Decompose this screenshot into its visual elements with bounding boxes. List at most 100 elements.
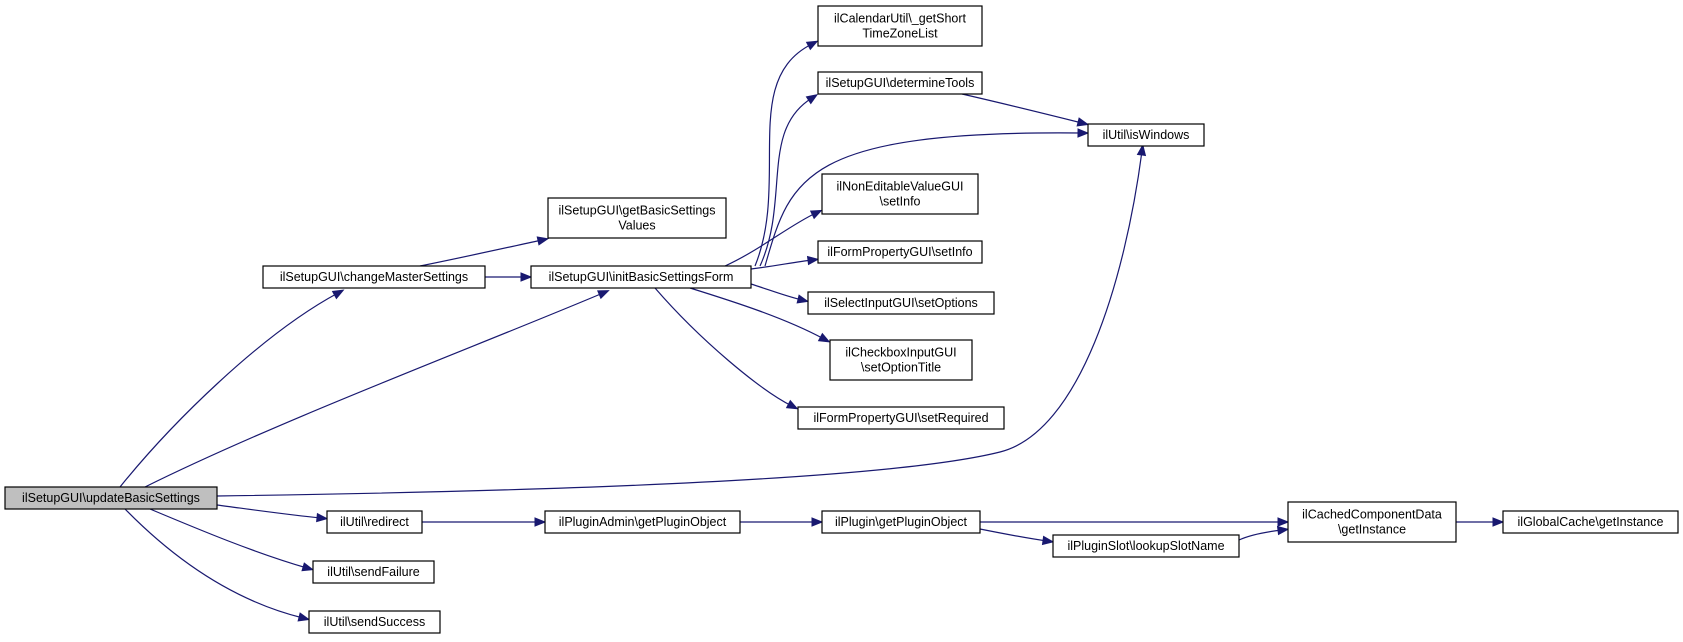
edge-initBasicSettingsForm-to-fpSetInfo <box>750 255 820 270</box>
edge-line <box>764 132 1083 267</box>
node-label: \getInstance <box>1338 523 1406 537</box>
edge-line <box>979 528 1048 542</box>
edge-line <box>124 508 304 619</box>
edge-pluginGetPluginObject-to-cachedGetInstance <box>980 517 1290 527</box>
node-redirect[interactable]: ilUtil\redirect <box>326 510 423 534</box>
edge-updateBasicSettings-to-redirect <box>216 504 329 523</box>
node-setRequired[interactable]: ilFormPropertyGUI\setRequired <box>797 406 1005 430</box>
node-pluginGetPluginObject[interactable]: ilPlugin\getPluginObject <box>821 510 981 534</box>
edge-initBasicSettingsForm-to-isWindows <box>764 128 1090 267</box>
node-box <box>829 339 973 381</box>
edge-line <box>144 292 604 488</box>
node-changeMasterSettings[interactable]: ilSetupGUI\changeMasterSettings <box>262 265 486 289</box>
node-isWindows[interactable]: ilUtil\isWindows <box>1087 123 1205 147</box>
node-label: ilSetupGUI\initBasicSettingsForm <box>549 270 734 284</box>
arrowhead-icon <box>331 289 345 300</box>
arrowhead-icon <box>1077 128 1090 138</box>
arrowhead-icon <box>1276 525 1290 536</box>
node-label: ilSetupGUI\getBasicSettings <box>558 204 715 218</box>
node-label: TimeZoneList <box>862 27 938 41</box>
node-label: ilUtil\redirect <box>340 515 409 529</box>
edge-line <box>750 283 803 301</box>
edge-line <box>654 287 793 407</box>
node-sendFailure[interactable]: ilUtil\sendFailure <box>312 560 435 584</box>
edge-initBasicSettingsForm-to-determineTools <box>759 94 819 267</box>
edge-line <box>689 287 825 340</box>
edge-changeMasterSettings-to-initBasicSettingsForm <box>485 272 533 282</box>
arrowhead-icon <box>1076 117 1090 127</box>
arrowhead-icon <box>785 399 799 410</box>
edge-line <box>216 150 1143 497</box>
node-label: ilFormPropertyGUI\setRequired <box>813 411 988 425</box>
node-adminGetPluginObject[interactable]: ilPluginAdmin\getPluginObject <box>544 510 741 534</box>
edge-initBasicSettingsForm-to-setOptionTitle <box>689 287 831 343</box>
arrowhead-icon <box>520 272 533 282</box>
node-sendSuccess[interactable]: ilUtil\sendSuccess <box>308 610 441 634</box>
arrowhead-icon <box>1277 517 1290 527</box>
node-label: Values <box>618 219 655 233</box>
node-box <box>817 5 983 47</box>
node-label: ilSetupGUI\changeMasterSettings <box>280 270 468 284</box>
edge-line <box>754 43 813 267</box>
node-label: ilUtil\sendSuccess <box>324 615 425 629</box>
node-label: \setInfo <box>880 195 921 209</box>
edge-pluginGetPluginObject-to-lookupSlotName <box>979 528 1055 546</box>
node-box <box>797 406 1005 430</box>
edge-adminGetPluginObject-to-pluginGetPluginObject <box>740 517 824 527</box>
node-box <box>817 71 983 95</box>
node-fpSetInfo[interactable]: ilFormPropertyGUI\setInfo <box>817 240 983 264</box>
node-label: ilFormPropertyGUI\setInfo <box>827 245 972 259</box>
edge-initBasicSettingsForm-to-setOptions <box>750 283 810 304</box>
edge-line <box>419 239 543 267</box>
node-box <box>821 510 981 534</box>
arrowhead-icon <box>806 255 820 266</box>
node-nevSetInfo[interactable]: ilNonEditableValueGUI\setInfo <box>821 173 979 215</box>
node-determineTools[interactable]: ilSetupGUI\determineTools <box>817 71 983 95</box>
edge-line <box>961 93 1083 124</box>
node-box <box>544 510 741 534</box>
node-label: ilSetupGUI\updateBasicSettings <box>22 491 200 505</box>
edge-initBasicSettingsForm-to-setRequired <box>654 287 799 410</box>
arrowhead-icon <box>1492 517 1505 527</box>
node-label: ilGlobalCache\getInstance <box>1518 515 1664 529</box>
edge-updateBasicSettings-to-sendSuccess <box>124 508 311 622</box>
edge-updateBasicSettings-to-changeMasterSettings <box>119 289 345 488</box>
node-setOptions[interactable]: ilSelectInputGUI\setOptions <box>807 291 995 315</box>
node-box <box>821 173 979 215</box>
edge-updateBasicSettings-to-sendFailure <box>149 508 315 572</box>
node-box <box>1287 501 1457 543</box>
arrowhead-icon <box>796 294 810 304</box>
edge-determineTools-to-isWindows <box>961 93 1090 127</box>
node-box <box>817 240 983 264</box>
node-label: ilPlugin\getPluginObject <box>835 515 968 529</box>
node-label: ilNonEditableValueGUI <box>837 180 964 194</box>
edge-initBasicSettingsForm-to-getShortTimeZoneList <box>754 40 819 267</box>
node-box <box>312 560 435 584</box>
edges-layer <box>119 40 1505 622</box>
node-box <box>1087 123 1205 147</box>
edge-redirect-to-adminGetPluginObject <box>422 517 547 527</box>
node-lookupSlotName[interactable]: ilPluginSlot\lookupSlotName <box>1052 534 1240 558</box>
arrowhead-icon <box>1136 143 1147 157</box>
node-updateBasicSettings[interactable]: ilSetupGUI\updateBasicSettings <box>4 486 218 510</box>
arrowhead-icon <box>534 517 547 527</box>
arrowhead-icon <box>817 332 831 343</box>
edge-changeMasterSettings-to-getBasicSettingsValues <box>419 236 550 267</box>
arrowhead-icon <box>809 209 823 220</box>
edge-line <box>759 97 813 267</box>
node-globalCacheGetInstance[interactable]: ilGlobalCache\getInstance <box>1502 510 1679 534</box>
node-label: ilSelectInputGUI\setOptions <box>824 296 978 310</box>
edge-initBasicSettingsForm-to-nevSetInfo <box>724 209 823 267</box>
node-cachedGetInstance[interactable]: ilCachedComponentData\getInstance <box>1287 501 1457 543</box>
edge-line <box>1238 529 1283 541</box>
edge-line <box>216 504 322 519</box>
node-label: ilUtil\sendFailure <box>327 565 419 579</box>
node-initBasicSettingsForm[interactable]: ilSetupGUI\initBasicSettingsForm <box>530 265 752 289</box>
node-setOptionTitle[interactable]: ilCheckboxInputGUI\setOptionTitle <box>829 339 973 381</box>
node-label: ilCalendarUtil\_getShort <box>834 12 967 26</box>
node-box <box>547 197 727 239</box>
arrowhead-icon <box>1041 535 1055 546</box>
